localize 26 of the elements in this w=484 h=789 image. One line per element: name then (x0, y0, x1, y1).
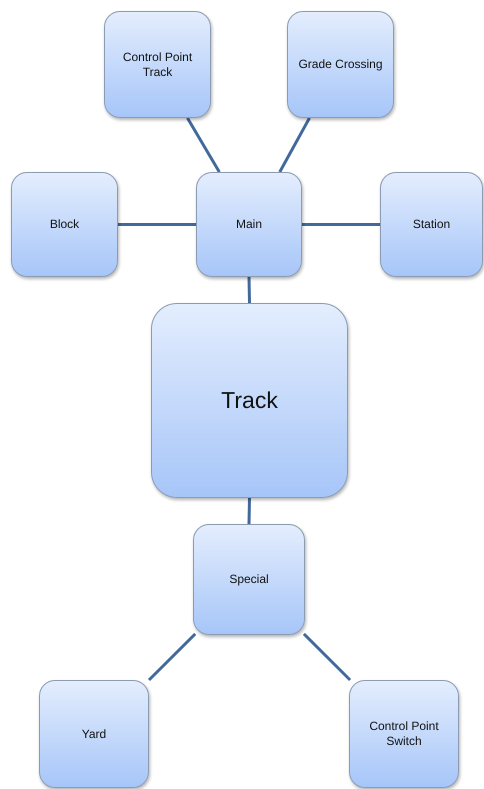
node-label: Main (236, 217, 262, 232)
rounded-box (193, 524, 305, 635)
rounded-box (11, 172, 118, 277)
connector-line (302, 223, 380, 226)
node-label: Yard (82, 726, 106, 742)
connector-line (248, 276, 251, 304)
connector-line (278, 117, 311, 173)
connector-line (118, 223, 196, 226)
rounded-box (349, 680, 459, 788)
rounded-box (151, 303, 348, 498)
connector-line (248, 498, 251, 524)
node-label: Block (50, 217, 80, 232)
rounded-box (380, 172, 483, 277)
connector-line (302, 632, 352, 682)
node-label: Control Point Track (122, 50, 194, 80)
node-label: Grade Crossing (298, 57, 383, 72)
node-label: Control Point Switch (368, 719, 440, 749)
rounded-box (196, 172, 302, 277)
node-label: Station (412, 217, 450, 232)
node-label: Track (221, 386, 278, 415)
rounded-box (39, 680, 149, 788)
node-label: Special (229, 572, 269, 587)
connector-line (148, 632, 196, 682)
connector-line (186, 117, 221, 173)
rounded-box (287, 11, 394, 118)
rounded-box (104, 11, 211, 118)
